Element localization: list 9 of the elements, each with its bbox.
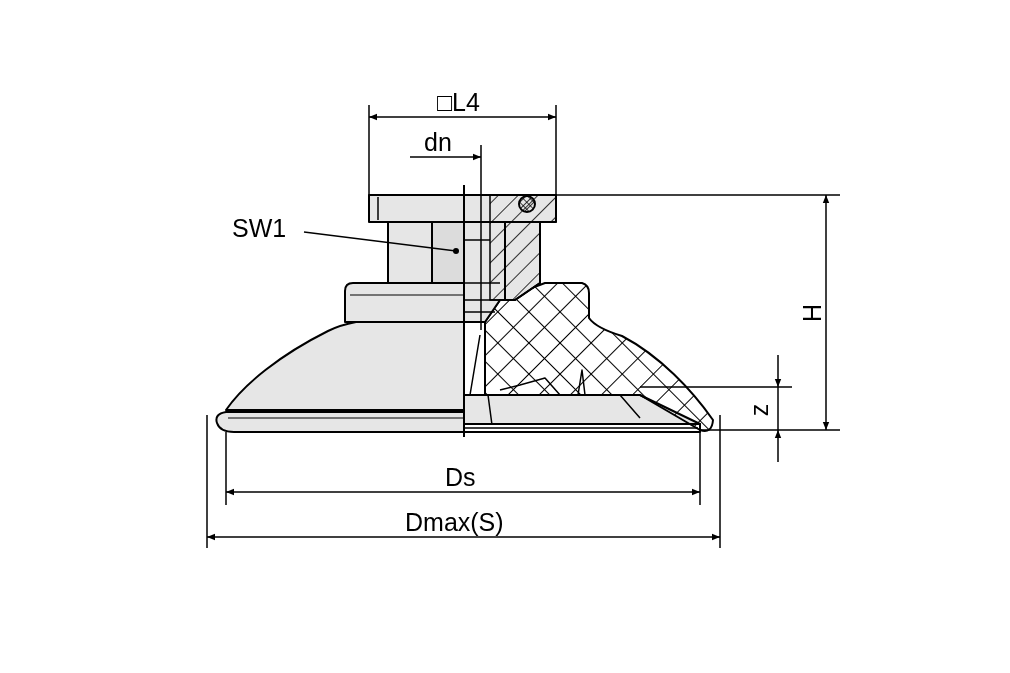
dimension-label: z [745, 403, 774, 417]
dimension-label: □L4 [437, 88, 480, 116]
dimension-label: H [798, 303, 827, 323]
part-label: SW1 [232, 214, 287, 242]
dimension-label: Ds [445, 463, 476, 491]
dimension-label: dn [424, 128, 452, 156]
leader-line [303, 231, 459, 254]
wrench-flat [431, 221, 465, 284]
dimension-label: Dmax(S) [405, 508, 504, 536]
